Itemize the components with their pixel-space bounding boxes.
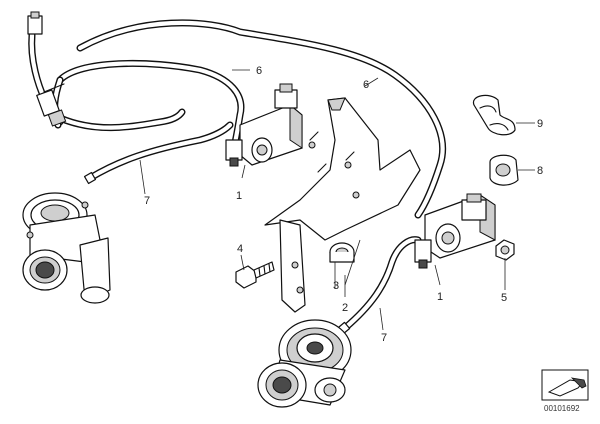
mounting-bracket xyxy=(264,97,421,313)
callout-1-lower: 1 xyxy=(437,291,443,303)
callout-1-upper: 1 xyxy=(236,190,242,202)
reference-number: 00101692 xyxy=(544,404,580,413)
leader-lines xyxy=(139,69,535,331)
pressure-converter-lower xyxy=(414,193,496,269)
callout-6-right: 6 xyxy=(363,79,369,91)
callout-7-lower: 7 xyxy=(381,332,387,344)
callout-6-left: 6 xyxy=(256,65,262,77)
clip-item-9 xyxy=(472,94,516,136)
callout-8: 8 xyxy=(537,165,543,177)
callout-9: 9 xyxy=(537,118,543,130)
clip-item-8 xyxy=(489,154,519,186)
callout-3: 3 xyxy=(333,280,339,292)
callout-7-upper: 7 xyxy=(144,195,150,207)
egr-valve-lower xyxy=(257,319,352,408)
pressure-converter-upper xyxy=(225,83,303,167)
clip-item-3 xyxy=(329,242,355,263)
egr-valve-left xyxy=(22,192,111,304)
callout-2: 2 xyxy=(342,302,348,314)
callout-5: 5 xyxy=(501,292,507,304)
hose-connector-assembly xyxy=(27,11,67,127)
nut-item-5 xyxy=(495,239,515,261)
callout-4: 4 xyxy=(237,243,243,255)
bolt-item-4 xyxy=(235,261,275,289)
wrench-corner-icon xyxy=(541,369,589,401)
callout-labels: 1 1 2 3 4 5 6 6 7 7 8 9 xyxy=(144,65,543,344)
